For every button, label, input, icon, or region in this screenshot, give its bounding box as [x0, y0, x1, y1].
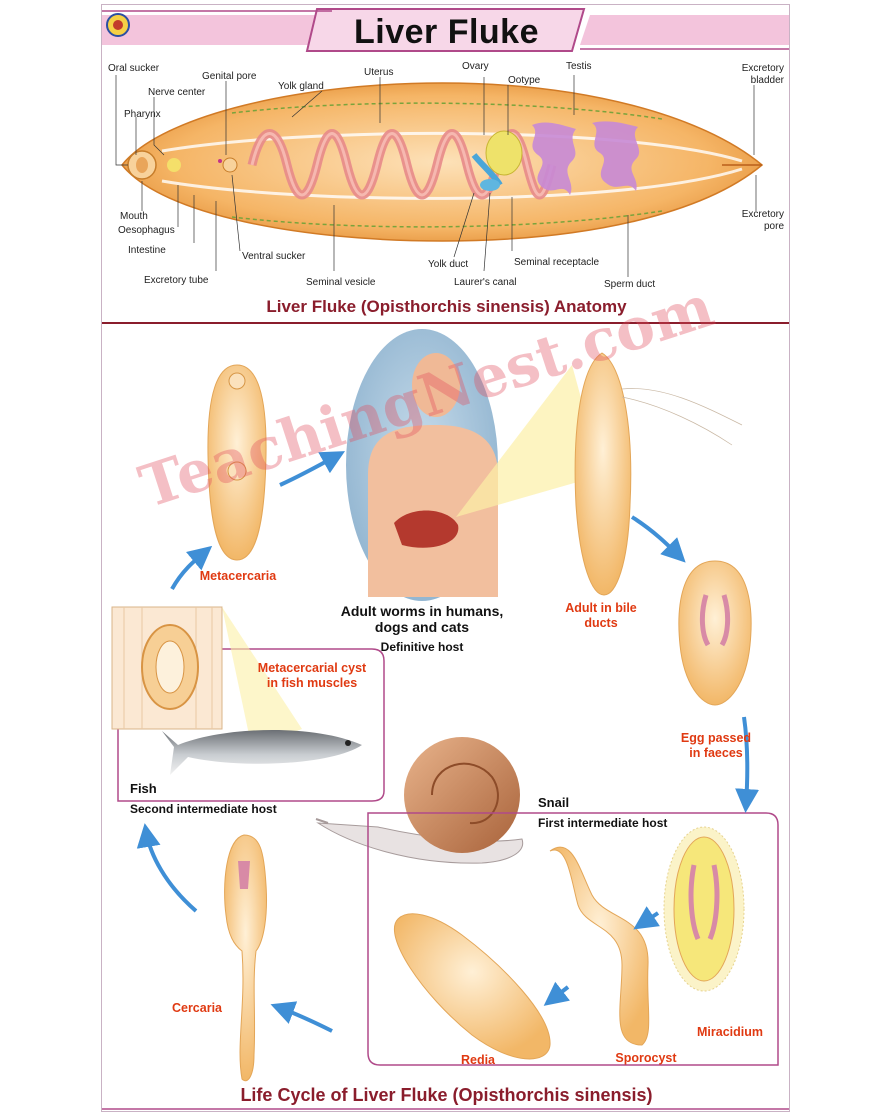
- zoom-beam: [456, 365, 602, 517]
- label-yolk-duct: Yolk duct: [428, 259, 469, 270]
- label-mouth: Mouth: [120, 211, 148, 222]
- fish-subtitle: Second intermediate host: [130, 802, 277, 816]
- sporocyst-illustration: [549, 846, 650, 1046]
- label-genital-pore: Genital pore: [202, 71, 257, 82]
- snail-subtitle: First intermediate host: [538, 816, 668, 830]
- label-excretory-tube: Excretory tube: [144, 275, 209, 286]
- cercaria-illustration: [224, 834, 267, 1082]
- definitive-host-subtitle: Definitive host: [380, 640, 464, 654]
- stage-label-miracidium: Miracidium: [697, 1025, 763, 1039]
- stage-label-redia: Redia: [460, 1053, 496, 1067]
- page-title: Liver Fluke: [353, 13, 539, 51]
- adult-fluke-illustration: [574, 352, 743, 596]
- redia-illustration: [393, 913, 551, 1060]
- stage-label-egg: Egg passed in faeces: [680, 731, 752, 760]
- snail-title: Snail: [538, 795, 570, 810]
- label-seminal-receptacle: Seminal receptacle: [514, 257, 600, 268]
- metacercaria-illustration: [207, 364, 267, 561]
- label-yolk-gland: Yolk gland: [278, 81, 324, 92]
- label-seminal-vesicle: Seminal vesicle: [306, 277, 376, 288]
- label-leader-lines: [115, 75, 757, 277]
- label-oral-sucker: Oral sucker: [108, 63, 160, 74]
- label-testis: Testis: [566, 61, 592, 72]
- poster-artwork: [102, 5, 789, 1110]
- fish-title: Fish: [130, 781, 157, 796]
- label-intestine: Intestine: [128, 245, 166, 256]
- label-excretory-pore: Excretory pore: [741, 209, 784, 232]
- fluke-anatomy-illustration: [121, 82, 764, 242]
- egg-illustration: [678, 560, 752, 706]
- stage-label-sporocyst: Sporocyst: [615, 1051, 677, 1065]
- anatomy-section-title: Liver Fluke (Opisthorchis sinensis) Anat…: [266, 297, 627, 316]
- stage-label-cyst: Metacercarial cyst in fish muscles: [257, 661, 367, 690]
- label-ovary: Ovary: [462, 61, 489, 72]
- stage-label-adult: Adult in bile ducts: [565, 601, 637, 630]
- human-host-illustration: [346, 329, 498, 601]
- label-ventral-sucker: Ventral sucker: [242, 251, 306, 262]
- label-oesophagus: Oesophagus: [118, 225, 175, 236]
- label-pharynx: Pharynx: [124, 109, 161, 120]
- snail-illustration: [315, 737, 524, 864]
- label-excretory-bladder: Excretory bladder: [741, 63, 784, 86]
- header-band: [102, 5, 789, 55]
- label-uterus: Uterus: [364, 67, 394, 78]
- lifecycle-arrows: [136, 451, 760, 1033]
- lifecycle-section-title: Life Cycle of Liver Fluke (Opisthorchis …: [240, 1085, 653, 1105]
- stage-label-metacercaria: Metacercaria: [199, 569, 277, 583]
- stage-label-cercaria: Cercaria: [171, 1001, 223, 1015]
- fish-box: [111, 606, 385, 802]
- snail-box: [367, 812, 779, 1066]
- label-ootype: Ootype: [508, 75, 541, 86]
- label-sperm-duct: Sperm duct: [604, 279, 656, 290]
- label-nerve-center: Nerve center: [148, 87, 206, 98]
- chart-poster: Liver Fluke Oral sucker Nerve center Gen…: [101, 4, 790, 1112]
- miracidium-illustration: [663, 826, 745, 992]
- label-laurers-canal: Laurer's canal: [454, 277, 517, 288]
- definitive-host-title: Adult worms in humans, dogs and cats: [340, 603, 504, 635]
